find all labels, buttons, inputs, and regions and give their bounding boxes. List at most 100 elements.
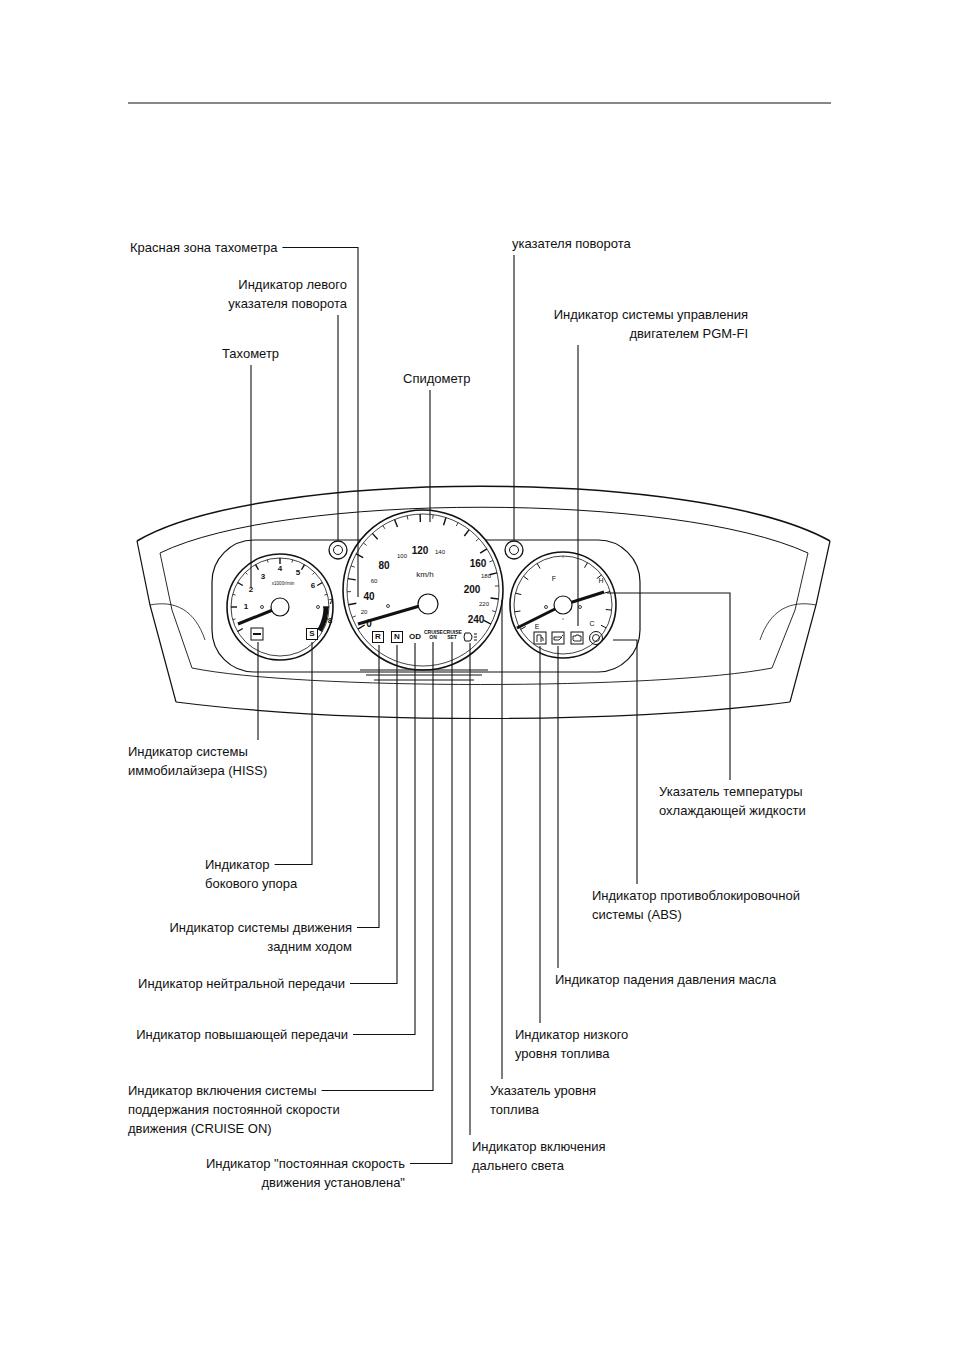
red-zone-arc [320, 607, 326, 630]
gauge-label: 60 [371, 578, 378, 584]
callout-label: Красная зона тахометра [130, 238, 305, 257]
scale-text: 180 [481, 573, 491, 579]
scale-text: 6 [311, 581, 315, 590]
scale-text: 100 [397, 553, 407, 559]
callout-label: Индикатор падения давления масла [555, 970, 815, 989]
gauge-label: 0 [366, 619, 372, 629]
callout-text: Индикатор системы иммобилайзера (HISS) [128, 744, 267, 778]
leader-line [257, 642, 258, 740]
gauge-label: 1 [244, 603, 248, 611]
gauge-label: H [598, 577, 603, 584]
gauge-label: CRUISE ON [424, 630, 442, 641]
gauge-label: x1000r/min [272, 582, 294, 587]
gauge-label: km/h [416, 571, 433, 579]
gauge-label: 240 [468, 615, 485, 625]
gauge-label: 5 [296, 569, 300, 577]
callout-label: Индикатор системы управления двигателем … [528, 305, 748, 343]
gauge-label: 220 [479, 601, 489, 607]
leader-line [513, 255, 514, 540]
gauge-label: 8 [328, 617, 332, 625]
gauge-label: F [552, 575, 556, 582]
gauge-label: 4 [278, 565, 282, 573]
callout-label: Тахометр [222, 344, 302, 363]
scale-text: 7 [329, 597, 333, 606]
leader-line [250, 365, 251, 588]
callout-text: указателя поворота [512, 236, 631, 251]
callout-label: Индикатор противоблокировочной системы (… [592, 886, 827, 924]
gauge-label: 160 [470, 559, 487, 569]
gauge-label: 7 [329, 598, 333, 606]
callout-label: Индикатор повышающей передачи [88, 1025, 348, 1044]
callout-label: Индикатор низкого уровня топлива [515, 1025, 655, 1063]
leader-line [410, 642, 452, 1164]
scale-text: CRUISE SET [443, 629, 462, 640]
leader-line [322, 642, 433, 1091]
indicator-box: N [391, 631, 403, 643]
scale-text: 20 [361, 609, 368, 615]
callout-label: Индикатор бокового упора [205, 855, 320, 893]
callout-text: Индикатор включения системы поддержания … [128, 1083, 340, 1136]
scale-text: OD [409, 632, 421, 641]
callout-label: Указатель температуры охлаждающей жидкос… [659, 782, 839, 820]
callout-label: Указатель уровня топлива [490, 1081, 620, 1119]
callout-text: Указатель уровня топлива [490, 1083, 596, 1117]
callout-text: Индикатор левого указателя поворота [228, 277, 347, 311]
callout-text: Индикатор повышающей передачи [136, 1027, 348, 1042]
indicator-letter: N [394, 633, 400, 641]
callout-label: Индикатор нейтральной передачи [85, 974, 345, 993]
gauge-label: 20 [361, 609, 368, 615]
leader-line [429, 390, 430, 522]
callout-label: Индикатор системы иммобилайзера (HISS) [128, 742, 288, 780]
scale-text: 0 [366, 618, 372, 629]
gauge-label: 80 [378, 561, 389, 571]
leader-line [357, 645, 379, 928]
indicator-letter: S [309, 630, 314, 638]
indicator-box: S [306, 628, 318, 640]
scale-text: 160 [470, 558, 487, 569]
leader-line [275, 642, 312, 865]
gauge-label: 200 [464, 585, 481, 595]
callout-label: Спидометр [403, 369, 493, 388]
scale-text: 220 [479, 601, 489, 607]
leader-line [607, 593, 730, 780]
leader-line [613, 640, 637, 884]
callout-text: Спидометр [403, 371, 470, 386]
callout-label: указателя поворота [512, 234, 652, 253]
callout-text: Индикатор противоблокировочной системы (… [592, 888, 800, 922]
scale-text: 240 [468, 614, 485, 625]
callout-label: Индикатор системы движения задним ходом [122, 918, 352, 956]
scale-text: x1000r/min [272, 581, 294, 586]
scale-text: 3 [261, 572, 265, 581]
scale-text: 1 [244, 602, 248, 611]
scale-text: 200 [464, 584, 481, 595]
gauge-label: OD [409, 633, 421, 641]
gauge-label: 100 [397, 553, 407, 559]
leader-line [337, 315, 338, 540]
scale-text: 120 [412, 545, 429, 556]
callout-label: Индикатор левого указателя поворота [197, 275, 347, 313]
scale-text: E [535, 623, 540, 630]
scale-text: 5 [296, 568, 300, 577]
scale-text: 4 [278, 564, 282, 573]
gauge-label: 3 [261, 573, 265, 581]
gauge-label: CRUISE SET [443, 630, 461, 641]
scale-text: 60 [371, 578, 378, 584]
gauge-label: 6 [311, 582, 315, 590]
callout-text: Индикатор системы управления двигателем … [554, 307, 748, 341]
scale-text: 80 [378, 560, 389, 571]
callout-text: Тахометр [222, 346, 279, 361]
callout-text: Индикатор нейтральной передачи [138, 976, 345, 991]
scale-text: F [552, 575, 556, 582]
callout-text: Указатель температуры охлаждающей жидкос… [659, 784, 806, 818]
scale-text: km/h [416, 570, 433, 579]
scale-text: 8 [328, 616, 332, 625]
leader-line [353, 643, 415, 1035]
callout-label: Индикатор включения дальнего света [472, 1137, 627, 1175]
leader-line [350, 645, 397, 984]
leader-line [539, 646, 540, 1023]
scale-text: H [598, 577, 603, 584]
gauge-label: 2 [249, 586, 253, 594]
gauge-label: 180 [481, 573, 491, 579]
leader-line [557, 646, 558, 968]
